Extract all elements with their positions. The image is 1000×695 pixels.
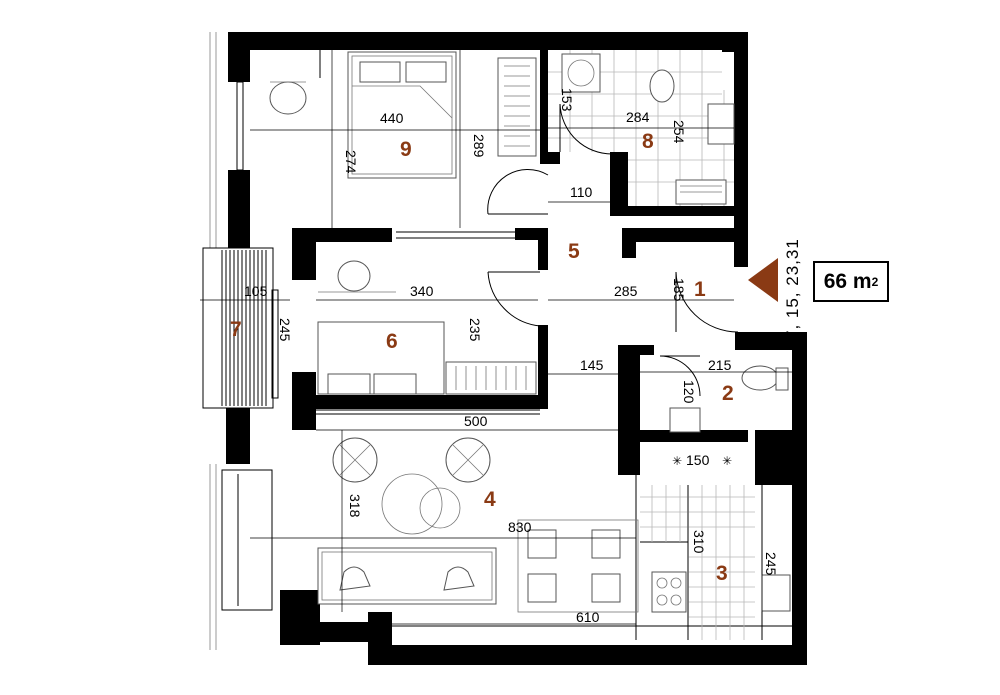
dim-balcony7-depth: 245 [277,318,293,342]
dimension-lines [200,50,792,640]
room-label-6: 6 [386,330,398,353]
bed-room-6 [317,321,445,395]
dim-bath8-door: 153 [559,88,575,112]
dim-bath8-width: 284 [626,109,650,125]
walls [226,32,807,665]
dim-bedroom9-depth-right: 289 [471,134,487,158]
dim-living4-depth: 318 [347,494,363,518]
wardrobe-room-9 [497,57,537,157]
dim-bath8-depth: 254 [671,120,687,144]
room-label-9: 9 [400,138,412,161]
room-label-5: 5 [568,240,580,263]
round-tables-living-4 [381,473,461,535]
elevation-label: 7, 15, 23,31 [783,238,802,340]
wardrobe-room-6 [445,361,537,395]
room-label-2: 2 [722,382,734,405]
chair-room-9 [269,81,307,115]
dim-living4-bottom: 610 [576,609,600,625]
dim-room6-depth: 235 [467,318,483,342]
dim-passage-width: 145 [580,357,604,373]
dim-room6-width: 340 [410,283,434,299]
dim-hall1-depth: 185 [671,278,687,302]
area-unit-sup: 2 [871,274,879,289]
dim-living4-top: 500 [464,413,488,429]
bath-8-fixtures [561,53,735,205]
dim-living4-width: 830 [508,519,532,535]
tiles-kitchen-3 [640,485,755,640]
hob-right-icon: ✳ [722,454,732,468]
dining-set-living-4 [517,519,639,613]
dim-balcony7-width: 105 [244,283,268,299]
dim-kitchen-top: 150 [686,452,710,468]
dim-bedroom9-depth-left: 274 [343,150,359,174]
area-value: 66 m [823,269,872,293]
dim-kitchen-side: 245 [763,552,779,576]
dining-chairs-living-4 [332,437,491,483]
room-numbers: 9 8 5 1 7 6 2 4 3 [230,130,734,585]
bed-room-9 [347,51,457,179]
dim-kitchen-depth: 310 [691,530,707,554]
room-label-3: 3 [716,562,728,585]
balcony-slats [221,250,267,406]
desk-room-6 [318,260,396,293]
entrance-arrow-icon [748,258,778,302]
dim-bedroom9-width: 440 [380,110,404,126]
stove-kitchen-3 [651,571,791,613]
doors [487,103,739,397]
room-label-1: 1 [694,278,706,301]
room-label-7: 7 [230,318,242,341]
hob-left-icon: ✳ [672,454,682,468]
dim-hall5-width: 110 [570,184,593,200]
dimension-labels: 440 274 289 153 284 254 110 340 105 245 … [244,88,779,625]
dim-wc2-depth: 120 [681,380,697,404]
room-label-4: 4 [484,488,496,511]
room-label-8: 8 [642,130,654,153]
sofa-living-4 [317,547,497,605]
dim-hall1-width: 285 [614,283,638,299]
dim-wc2-width: 215 [708,357,732,373]
